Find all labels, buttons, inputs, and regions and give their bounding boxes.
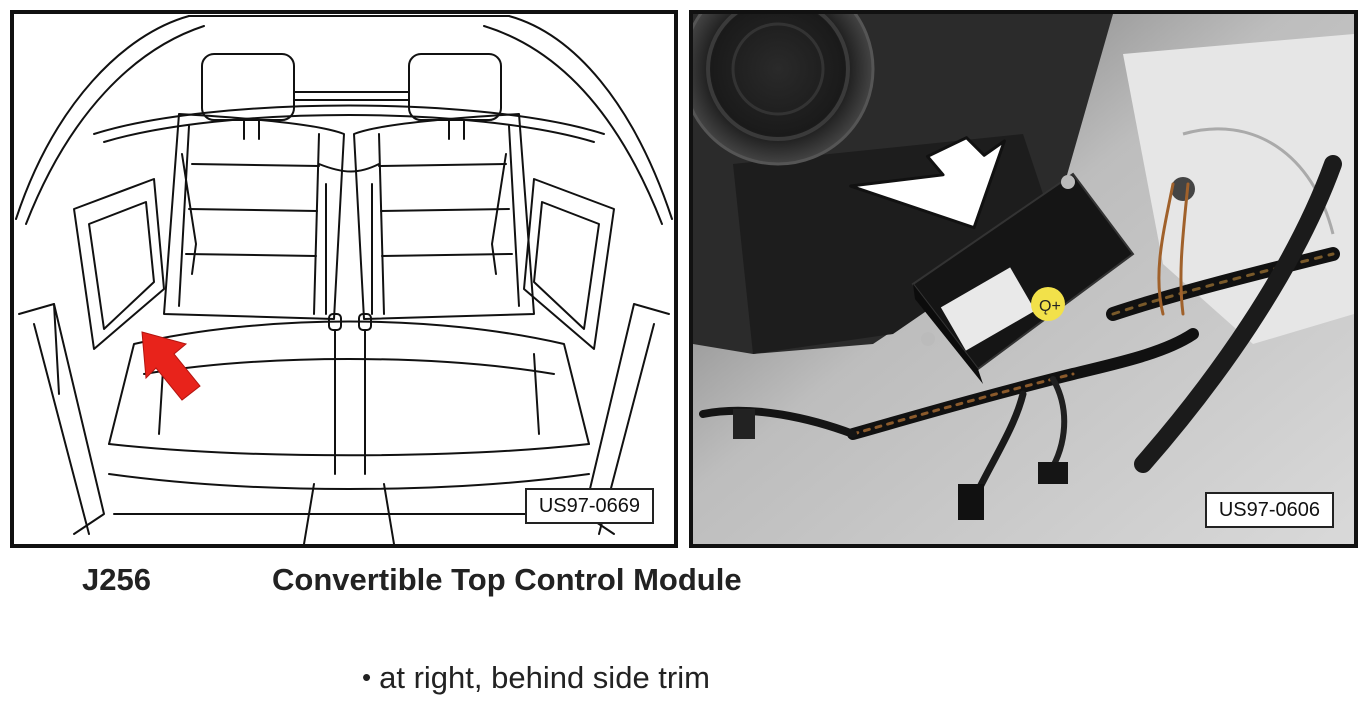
location-arrow <box>849 136 1006 230</box>
control-module-photo-illustration: Ǫ+ <box>693 14 1354 544</box>
location-text: at right, behind side trim <box>379 660 710 695</box>
rear-seat-line-drawing <box>15 15 673 544</box>
component-code: J256 <box>82 562 151 597</box>
figure-rear-seat-drawing: US97-0669 <box>10 10 678 548</box>
bullet-marker: • <box>362 662 372 692</box>
location-arrow <box>141 331 201 401</box>
figure-reference-label: US97-0669 <box>524 488 654 524</box>
control-module-box: Ǫ+ <box>911 172 1135 384</box>
module-sticker-text: Ǫ+ <box>1039 298 1061 315</box>
figure-reference-label: US97-0606 <box>1204 492 1334 528</box>
component-name: Convertible Top Control Module <box>272 562 742 597</box>
figure-module-photo: Ǫ+ US97-0606 <box>689 10 1358 548</box>
location-note: •at right, behind side trim <box>362 660 710 696</box>
